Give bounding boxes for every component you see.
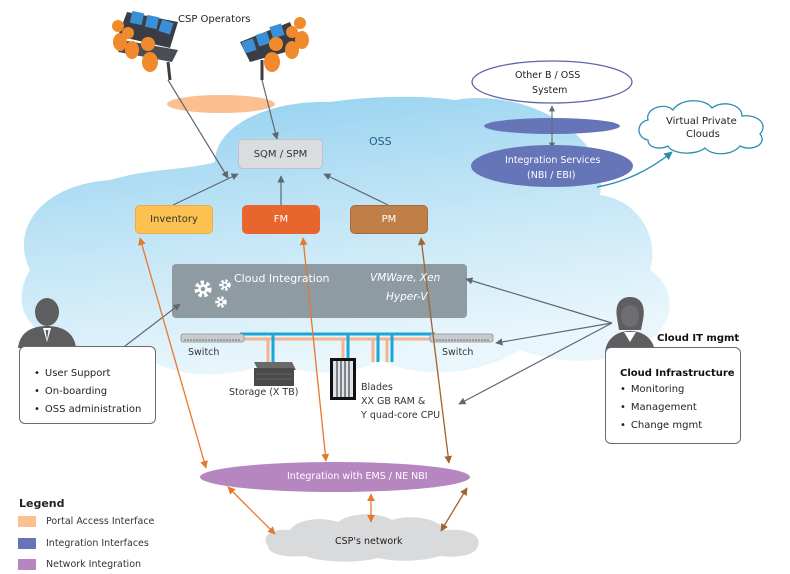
operators-left-icon xyxy=(112,10,178,81)
operator-left-arrow xyxy=(167,79,229,179)
legend-label: Integration Interfaces xyxy=(46,538,149,549)
portal-access-interface xyxy=(167,95,275,113)
cloud-it-item: Management xyxy=(620,399,740,417)
inventory-to-sqm-arrow xyxy=(172,173,239,206)
cloud-it-card: Cloud Infrastructure Monitoring Manageme… xyxy=(605,347,741,444)
switch-left-label: Switch xyxy=(188,347,220,358)
legend-swatch xyxy=(18,516,36,527)
fm-box[interactable]: FM xyxy=(242,205,320,234)
operators-right-icon xyxy=(240,17,309,80)
csp-operators-label: CSP Operators xyxy=(178,14,251,25)
legend-title: Legend xyxy=(19,497,65,510)
blades-line3: Y quad-core CPU xyxy=(361,410,441,421)
fm-ems-arrow xyxy=(299,237,330,462)
operator-right-arrow xyxy=(261,79,279,140)
network-drops xyxy=(266,334,394,362)
cloud-integration-title: Cloud Integration xyxy=(234,272,330,285)
oss-admin-item: User Support xyxy=(34,365,155,383)
blades-line1: Blades xyxy=(361,382,393,393)
other-oss-line2: System xyxy=(532,85,568,96)
legend-label: Portal Access Interface xyxy=(46,516,155,527)
storage-icon xyxy=(254,362,296,386)
blades-icon xyxy=(330,358,356,400)
legend-swatch xyxy=(18,538,36,549)
storage-label: Storage (X TB) xyxy=(229,387,299,398)
pm-box[interactable]: PM xyxy=(350,205,428,234)
oss-label: OSS xyxy=(369,135,392,148)
integration-services-line1: Integration Services xyxy=(505,155,601,166)
hypervisors-line2: Hyper-V xyxy=(386,291,428,303)
pm-label: PM xyxy=(381,214,397,225)
cloud-it-title: Cloud IT mgmt xyxy=(657,333,740,344)
cloud-it-item: Monitoring xyxy=(620,381,740,399)
csp-network-cloud xyxy=(265,514,479,562)
pm-to-sqm-arrow xyxy=(323,173,389,206)
vpc-line2: Clouds xyxy=(686,129,720,140)
fm-label: FM xyxy=(273,214,289,225)
legend-label: Network Integration xyxy=(46,559,142,570)
csp-network-label: CSP's network xyxy=(335,536,403,547)
legend-item-network: Network Integration xyxy=(18,559,141,570)
cloud-it-to-ci-arrow xyxy=(465,277,613,324)
switch-left-icon xyxy=(180,333,245,343)
virtual-private-clouds xyxy=(638,100,764,155)
sqm-spm-box[interactable]: SQM / SPM xyxy=(238,139,323,169)
oss-admin-item: OSS administration xyxy=(34,401,155,419)
integration-services xyxy=(471,145,633,187)
ems-network-arrow-right xyxy=(440,487,468,532)
sqm-spm-label: SQM / SPM xyxy=(253,148,308,160)
cloud-it-to-blades-arrow xyxy=(458,322,613,405)
legend-item-integration: Integration Interfaces xyxy=(18,538,149,549)
hypervisors-line1: VMWare, Xen xyxy=(370,272,441,284)
switch-right-label: Switch xyxy=(442,347,474,358)
cloud-infrastructure-label: Cloud Infrastructure xyxy=(620,368,735,379)
oss-admin-item: On-boarding xyxy=(34,383,155,401)
ems-network-arrow-left xyxy=(227,486,276,535)
other-oss-line1: Other B / OSS xyxy=(515,70,581,81)
cloud-it-to-switch-arrow xyxy=(495,322,613,346)
inventory-box[interactable]: Inventory xyxy=(135,205,213,234)
switch-right-icon xyxy=(429,333,494,343)
ems-integration-ellipse xyxy=(200,462,470,492)
cloud-it-item: Change mgmt xyxy=(620,417,740,435)
ems-integration-label: Integration with EMS / NE NBI xyxy=(287,471,428,482)
inventory-label: Inventory xyxy=(150,214,198,225)
oss-admin-card: User Support On-boarding OSS administrat… xyxy=(19,346,156,424)
cloud-it-person-icon xyxy=(605,297,655,352)
legend-item-portal: Portal Access Interface xyxy=(18,516,154,527)
legend-swatch xyxy=(18,559,36,570)
integration-services-line2: (NBI / EBI) xyxy=(527,170,576,181)
pm-ems-arrow xyxy=(417,237,453,464)
vpc-line1: Virtual Private xyxy=(666,116,737,127)
blades-line2: XX GB RAM & xyxy=(361,396,426,407)
vpc-arrow xyxy=(596,151,673,188)
oss-admin-person-icon xyxy=(18,298,76,348)
other-oss-system xyxy=(471,60,633,104)
inventory-ems-arrow xyxy=(138,237,208,469)
